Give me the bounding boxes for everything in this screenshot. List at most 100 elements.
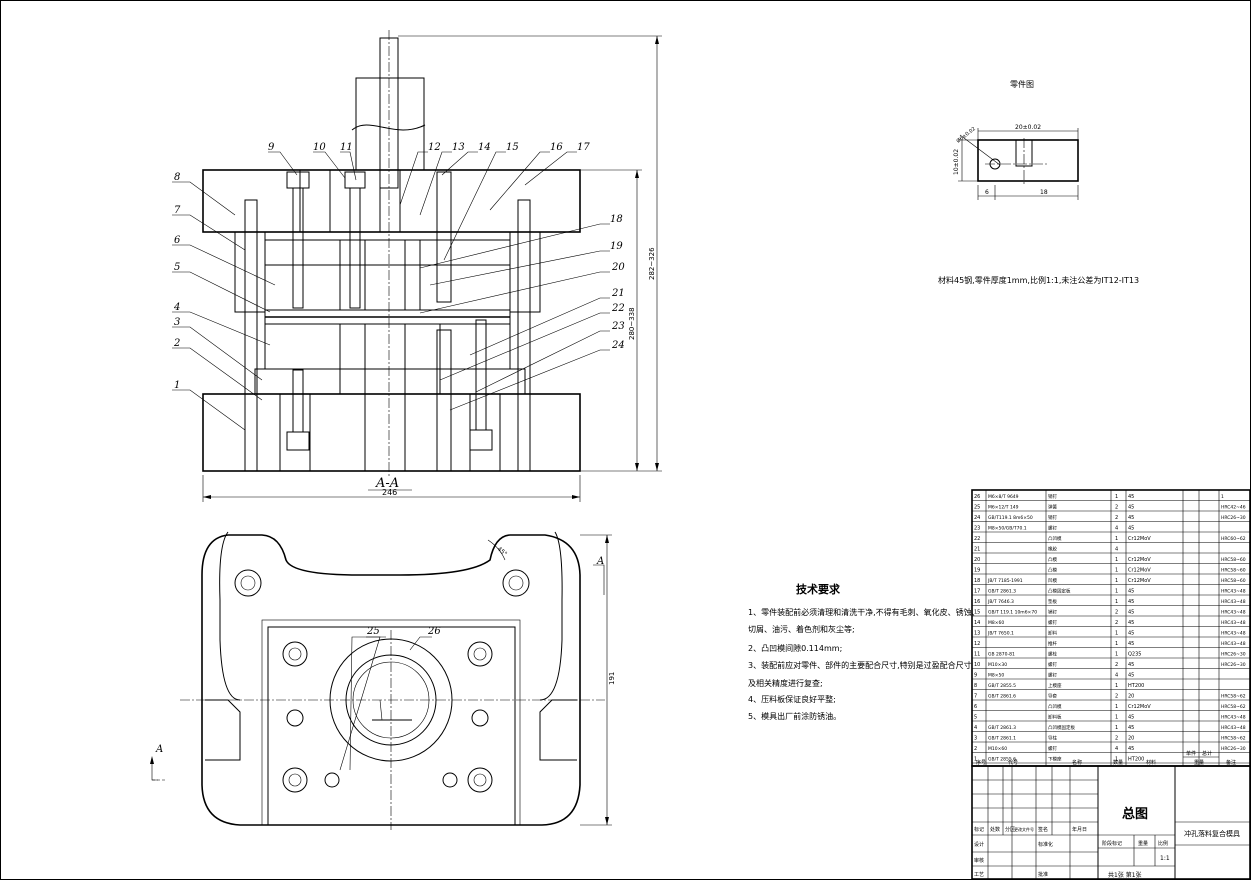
title-block-label-sign: 签名	[1038, 826, 1048, 833]
bom-cell-code: JB/T 7650.1	[987, 631, 1014, 637]
bom-cell-qty: 1	[1115, 715, 1118, 721]
bom-cell-name: 垫板	[1048, 598, 1057, 605]
bom-cell-material: Cr12MoV	[1128, 557, 1151, 563]
bom-cell-remark: HRC60~62	[1221, 536, 1246, 542]
part-dim-bottom-right: 18	[1040, 189, 1048, 196]
bom-cell-no: 10	[974, 662, 980, 668]
bom-cell-qty: 4	[1115, 547, 1118, 553]
section-label: A-A	[375, 476, 399, 491]
bom-cell-no: 1	[974, 757, 977, 763]
bom-cell-material: 45	[1128, 515, 1134, 521]
bom-cell-qty: 1	[1115, 704, 1118, 710]
callout-15: 15	[506, 142, 519, 153]
bom-cell-code: M10×30	[988, 662, 1007, 668]
bom-cell-code: GB 2870-81	[988, 652, 1015, 658]
overall-width-dim: 246	[382, 488, 397, 497]
bom-cell-name: 弹簧	[1048, 504, 1057, 511]
section-view	[202, 30, 662, 502]
bom-cell-name: 下模座	[1048, 756, 1062, 763]
bom-cell-remark: HRC43~48	[1221, 599, 1246, 605]
bom-cell-qty: 2	[1115, 736, 1118, 742]
bom-cell-no: 5	[974, 715, 977, 721]
bom-cell-code: M6×12/T 149	[988, 505, 1019, 511]
bom-cell-remark: 1	[1221, 494, 1224, 500]
bom-cell-remark: HRC43~48	[1221, 620, 1246, 626]
callout-21: 21	[611, 288, 625, 299]
bom-cell-no: 14	[974, 620, 980, 626]
bom-cell-qty: 1	[1115, 631, 1118, 637]
callout-13: 13	[452, 142, 465, 153]
bom-cell-code: GB/T 2855.5	[988, 683, 1016, 689]
bom-cell-name: 销钉	[1048, 609, 1057, 616]
tech-req-title: 技术要求	[796, 582, 841, 596]
bom-cell-remark: HRC58~60	[1221, 557, 1246, 563]
callout-11: 11	[340, 142, 353, 153]
bom-cell-qty: 1	[1115, 557, 1118, 563]
callout-14: 14	[478, 142, 491, 153]
tech-req-line-2: 切屑、油污、着色剂和灰尘等;	[748, 624, 855, 634]
plan-arrow-label-left: A	[155, 744, 163, 755]
bom-cell-material: 20	[1128, 694, 1134, 700]
bom-cell-name: 卸料	[1048, 630, 1057, 637]
bom-header-weight: 重量	[1194, 759, 1204, 766]
bom-cell-qty: 2	[1115, 505, 1118, 511]
bom-cell-material: Cr12MoV	[1128, 578, 1151, 584]
bom-cell-remark: HRC58~62	[1221, 736, 1246, 742]
callout-20: 20	[611, 262, 625, 273]
bom-cell-material: 45	[1128, 620, 1134, 626]
bom-cell-name: 螺钉	[1048, 661, 1057, 668]
bom-cell-no: 22	[974, 536, 980, 542]
bom-cell-qty: 1	[1115, 652, 1118, 658]
title-block-label-approve: 批准	[1038, 871, 1048, 878]
bom-cell-material: 45	[1128, 673, 1134, 679]
callout-22: 22	[611, 303, 625, 314]
section-callouts: 1 2 3 4 5 6 7 8 9 10 11 12 13 14 15 16 1…	[173, 142, 625, 391]
tech-req-line-4: 3、装配前应对零件、部件的主要配合尺寸,特别是过盈配合尺寸	[748, 660, 972, 670]
title-block	[971, 765, 1251, 880]
bom-cell-qty: 2	[1115, 515, 1118, 521]
bom-header-material: 材料	[1146, 759, 1156, 766]
callout-7: 7	[174, 205, 181, 216]
bom-cell-remark: HRC43~48	[1221, 715, 1246, 721]
bom-cell-name: 导柱	[1048, 735, 1057, 742]
callout-12: 12	[428, 142, 441, 153]
callout-2: 2	[173, 338, 180, 349]
bom-cell-remark: HRC26~30	[1221, 746, 1246, 752]
title-block-label-process: 工艺	[974, 872, 984, 878]
bom-header-total: 总计	[1202, 750, 1212, 757]
callout-5: 5	[174, 262, 180, 273]
bom-cell-material: 45	[1128, 631, 1134, 637]
bom-cell-code: GB/T 2861.3	[988, 589, 1016, 595]
bom-cell-remark: HRC43~48	[1221, 589, 1246, 595]
title-block-label-date: 年月日	[1072, 826, 1087, 833]
bom-cell-remark: HRC26~30	[1221, 662, 1246, 668]
bom-cell-remark: HRC58~62	[1221, 704, 1246, 710]
bom-cell-qty: 1	[1115, 683, 1118, 689]
bom-cell-material: 45	[1128, 662, 1134, 668]
bom-cell-no: 13	[974, 631, 980, 637]
title-block-label-weight: 重量	[1138, 840, 1148, 847]
bom-cell-qty: 1	[1115, 725, 1118, 731]
bom-cell-material: Cr12MoV	[1128, 568, 1151, 574]
bom-cell-no: 24	[974, 515, 980, 521]
bom-cell-name: 凹模	[1048, 577, 1057, 584]
bom-cell-qty: 4	[1115, 746, 1118, 752]
bom-cell-name: 凸模	[1048, 567, 1057, 574]
bom-cell-no: 26	[974, 494, 980, 500]
bom-cell-remark: HRC58~60	[1221, 568, 1246, 574]
bom-cell-qty: 4	[1115, 673, 1118, 679]
bom-cell-material: Cr12MoV	[1128, 704, 1151, 710]
bom-cell-name: 螺钉	[1048, 525, 1057, 532]
bom-cell-material: 45	[1128, 526, 1134, 532]
bom-cell-remark: HRC58~62	[1221, 694, 1246, 700]
part-dim-left: 10±0.02	[953, 149, 960, 175]
tech-req-line-5: 及相关精度进行复查;	[748, 678, 823, 688]
bom-cell-name: 螺钉	[1048, 619, 1057, 626]
bom-cell-qty: 1	[1115, 641, 1118, 647]
callout-3: 3	[174, 317, 180, 328]
title-block-label-design: 设计	[974, 841, 984, 848]
bom-cell-code: GB/T119.1 8m6×50	[988, 515, 1033, 521]
